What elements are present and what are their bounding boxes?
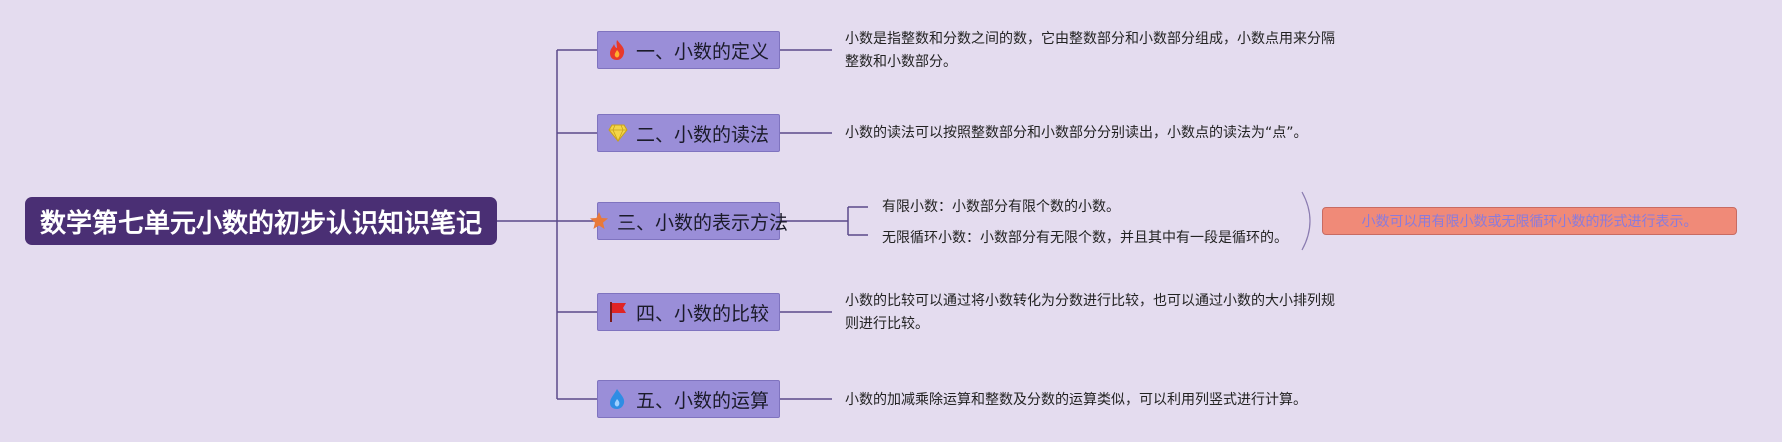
topic-operations[interactable]: 五、小数的运算 (597, 380, 780, 418)
flag-icon (608, 301, 628, 323)
topic-description: 小数是指整数和分数之间的数，它由整数部分和小数部分组成，小数点用来分隔 整数和小… (845, 31, 1335, 70)
topic-label: 二、小数的读法 (635, 123, 769, 146)
subtopic-repeating-decimal[interactable]: 无限循环小数：小数部分有无限个数，并且其中有一段是循环的。 (882, 230, 1288, 246)
topic-label: 三、小数的表示方法 (617, 211, 789, 234)
root-title: 数学第七单元小数的初步认识知识笔记 (39, 208, 482, 239)
water-drop-icon (608, 388, 628, 410)
topic-label: 五、小数的运算 (635, 389, 769, 412)
diamond-icon (608, 122, 628, 144)
topic-description: 小数的加减乘除运算和整数及分数的运算类似，可以利用列竖式进行计算。 (845, 392, 1307, 408)
topic-reading[interactable]: 二、小数的读法 (597, 114, 780, 152)
topic-definition[interactable]: 一、小数的定义 (597, 31, 780, 69)
summary-text: 小数可以用有限小数或无限循环小数的形式进行表示。 (1361, 214, 1698, 230)
topic-description: 小数的读法可以按照整数部分和小数部分分别读出，小数点的读法为“点”。 (845, 125, 1308, 141)
topic-label: 一、小数的定义 (635, 40, 769, 63)
root-node[interactable]: 数学第七单元小数的初步认识知识笔记 (25, 197, 497, 245)
topic-label: 四、小数的比较 (635, 302, 769, 325)
summary-node[interactable]: 小数可以用有限小数或无限循环小数的形式进行表示。 (1322, 207, 1737, 235)
star-icon (589, 210, 609, 232)
topic-representation[interactable]: 三、小数的表示方法 (590, 202, 788, 240)
subtopic-finite-decimal[interactable]: 有限小数：小数部分有限个数的小数。 (882, 199, 1120, 215)
fire-icon (608, 39, 628, 61)
topic-description: 小数的比较可以通过将小数转化为分数进行比较，也可以通过小数的大小排列规 则进行比… (845, 293, 1335, 332)
topic-comparison[interactable]: 四、小数的比较 (597, 293, 780, 331)
